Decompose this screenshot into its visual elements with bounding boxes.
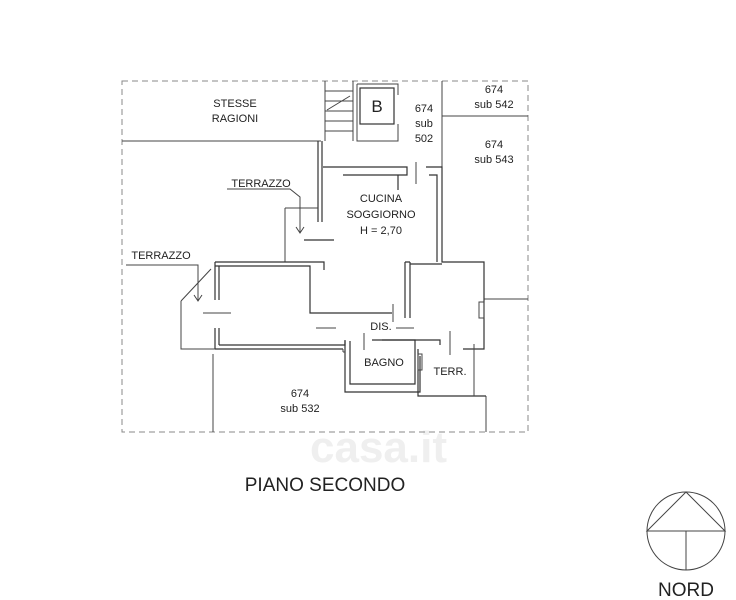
label-cucina: CUCINA — [360, 193, 403, 205]
label-height: H = 2,70 — [360, 225, 402, 237]
door-marks — [203, 162, 485, 371]
terrazzo-arrow — [227, 188, 305, 234]
label-stesse: STESSE — [213, 98, 256, 110]
label-674: 674 — [291, 388, 309, 400]
label-674: 674 — [485, 84, 503, 96]
north-compass-icon — [645, 491, 727, 571]
lift-shaft — [356, 83, 399, 142]
terrazzo-arrow — [126, 264, 203, 302]
label-terrazzo: TERRAZZO — [131, 250, 191, 262]
label-bagno: BAGNO — [364, 357, 404, 369]
label-ragioni: RAGIONI — [212, 113, 258, 125]
label-sub532: sub 532 — [280, 403, 319, 415]
label-soggiorno: SOGGIORNO — [346, 209, 416, 221]
label-terrazzo: TERRAZZO — [231, 178, 291, 190]
label-sub543: sub 543 — [474, 154, 513, 166]
walls — [180, 141, 486, 397]
label-674: 674 — [485, 139, 503, 151]
staircase — [324, 81, 354, 141]
plan-title: PIANO SECONDO — [245, 475, 405, 496]
watermark: casa.it — [310, 423, 447, 472]
label-sub542: sub 542 — [474, 99, 513, 111]
label-sub: sub — [415, 118, 433, 130]
compass-label: NORD — [658, 580, 714, 600]
label-502: 502 — [415, 133, 433, 145]
lift-box — [359, 87, 395, 125]
label-dis: DIS. — [370, 321, 391, 333]
label-674: 674 — [415, 103, 433, 115]
label-terr: TERR. — [434, 366, 467, 378]
label-b: B — [371, 97, 382, 116]
